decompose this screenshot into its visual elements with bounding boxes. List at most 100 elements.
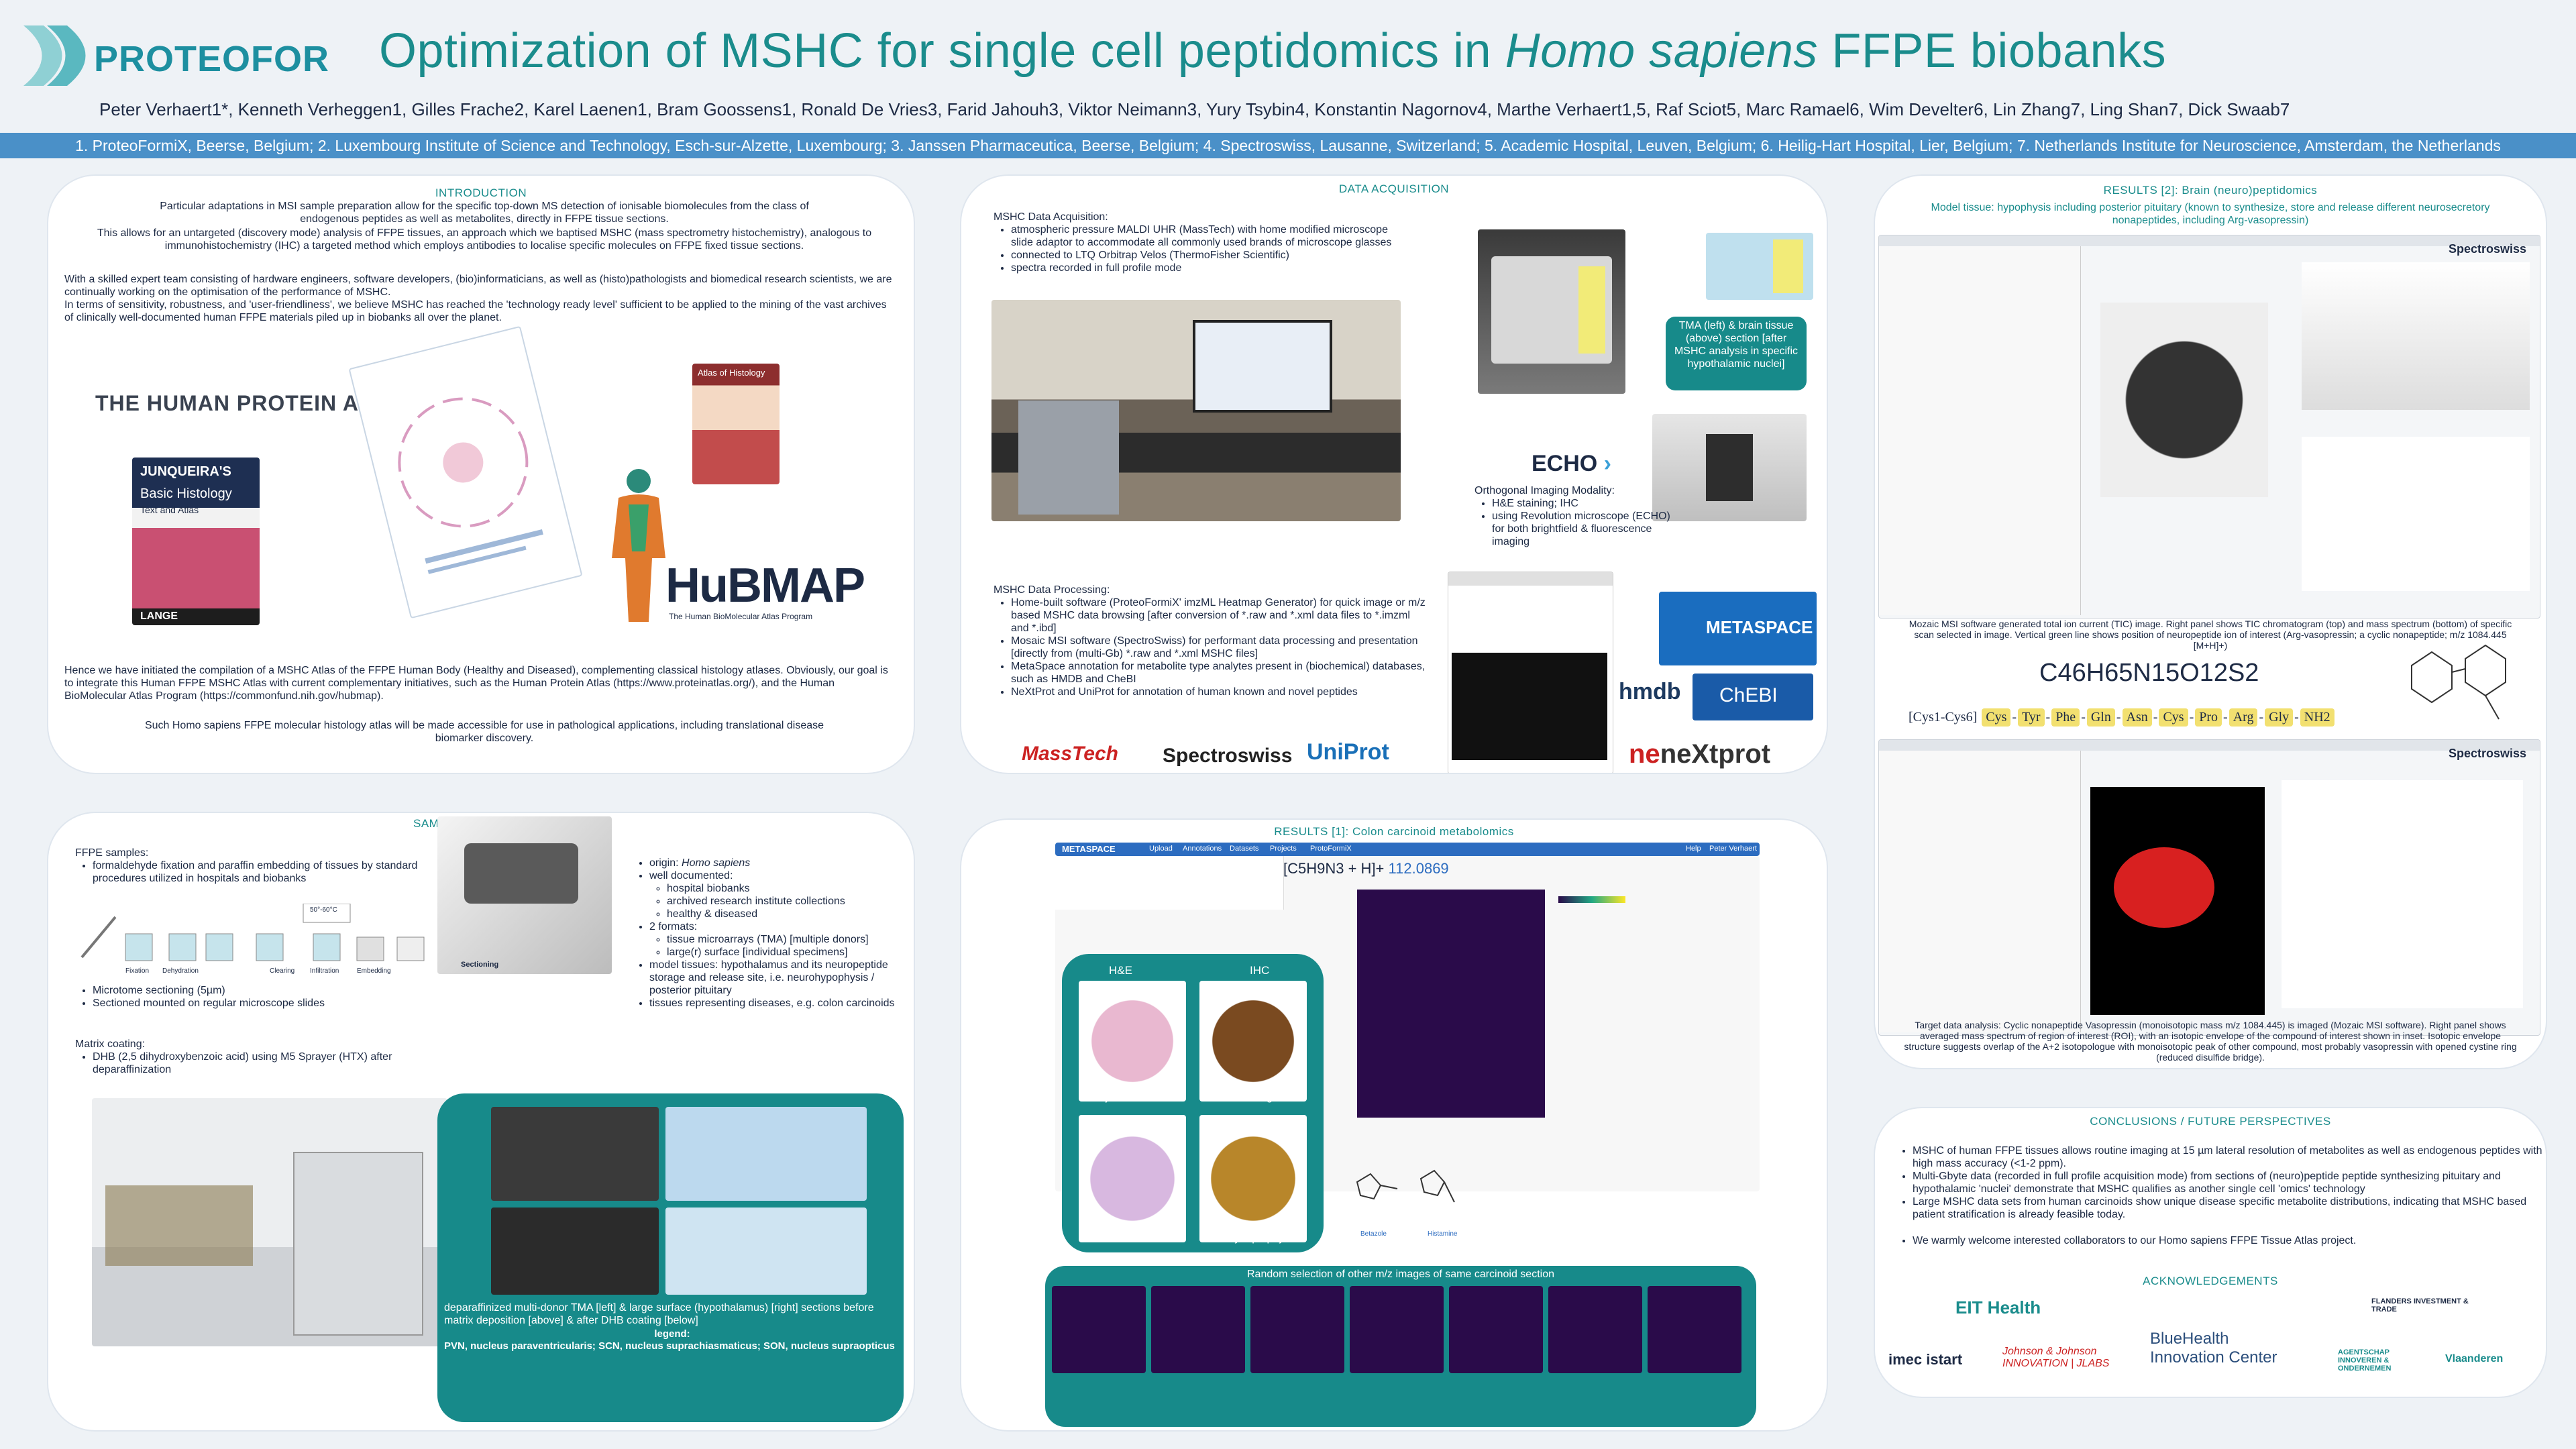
conclusion-item: We warmly welcome interested collaborato… [1913, 1234, 2543, 1247]
hne-adjacent-image [1079, 981, 1186, 1102]
uniprot-logo: UniProt [1307, 739, 1389, 765]
ffpe-workflow-diagram [80, 904, 425, 961]
logo-text: PROTEOFORMIX [94, 39, 329, 79]
hmdb-logo: hmdb [1619, 679, 1681, 704]
brain-slide-photo [1706, 233, 1813, 300]
metaspace-logo: METASPACE [1659, 592, 1817, 665]
spectroswiss-logo: Spectroswiss [1163, 745, 1293, 767]
ortho-item: using Revolution microscope (ECHO) for b… [1492, 510, 1680, 548]
processing-item: Home-built software (ProteoFormiX' imzML… [1011, 596, 1427, 635]
step-embedding: Embedding [357, 967, 391, 975]
conclusions-panel: CONCLUSIONS / FUTURE PERSPECTIVES MSHC o… [1875, 1108, 2546, 1397]
cells-atlas-book [348, 325, 583, 619]
brain-title: RESULTS [2]: Brain (neuro)peptidomics [2103, 184, 2318, 197]
tma-slide-photo [1478, 229, 1625, 394]
brain-subtitle: Model tissue: hypophysis including poste… [1931, 202, 2490, 226]
jnj-logo: Johnson & Johnson INNOVATION | JLABS [2002, 1346, 2110, 1369]
page-title: Optimization of MSHC for single cell pep… [379, 24, 2167, 78]
intro-p6: Such Homo sapiens FFPE molecular histolo… [144, 720, 824, 744]
intro-p1: Particular adaptations in MSI sample pre… [160, 201, 809, 225]
eit-health-logo: EIT Health [1955, 1297, 2041, 1318]
temp-label: 50°-60°C [310, 906, 337, 914]
label-adjacent: adjacent section [1093, 1091, 1171, 1103]
ffpe-heading: FFPE samples: [75, 847, 149, 859]
nav-datasets[interactable]: Datasets [1230, 845, 1259, 853]
nav-projects[interactable]: Projects [1270, 845, 1297, 853]
imec-logo: imec istart [1888, 1351, 1963, 1368]
label-synaptophysin: anti-synaptophysin [1208, 1232, 1298, 1244]
betazole-label: Betazole [1360, 1230, 1387, 1238]
section-after-mshc-image [1079, 1115, 1186, 1242]
sample-preparation-panel: SAMPLE PREPARATION FFPE samples: formald… [48, 813, 914, 1430]
format-item: large(r) surface [individual specimens] [667, 946, 914, 959]
htx-sprayer-photo [92, 1098, 447, 1346]
microtome-photo [437, 816, 612, 974]
step-infiltration: Infiltration [310, 967, 339, 975]
acq-item: atmospheric pressure MALDI UHR (MassTech… [1011, 223, 1400, 249]
echo-logo: ECHO › [1532, 451, 1612, 476]
random-title: Random selection of other m/z images of … [1247, 1269, 1554, 1280]
wd-item: hospital biobanks [667, 882, 914, 895]
wd-item: healthy & diseased [667, 908, 914, 920]
data-acquisition-panel: DATA ACQUISITION MSHC Data Acquisition: … [961, 176, 1827, 773]
tma-after-photo [491, 1208, 659, 1295]
sectioning-list: Microtome sectioning (5µm) Sectioned mou… [75, 984, 468, 1010]
results-brain-panel: RESULTS [2]: Brain (neuro)peptidomics Mo… [1875, 176, 2546, 1068]
step-sectioning: Sectioning [461, 961, 499, 969]
conclusions-list: MSHC of human FFPE tissues allows routin… [1895, 1144, 2543, 1247]
ffpe-list: formaldehyde fixation and paraffin embed… [75, 859, 468, 885]
samples-item: well documented: hospital biobanksarchiv… [649, 869, 914, 920]
intro-p5: Hence we have initiated the compilation … [64, 665, 888, 702]
hubmap-logo: HuBMAP [665, 559, 865, 612]
matrix-item: DHB (2,5 dihydroxybenzoic acid) using M5… [93, 1051, 468, 1076]
nav-annotations[interactable]: Annotations [1183, 845, 1222, 853]
brain-after-photo [665, 1208, 867, 1295]
samples-item: 2 formats: tissue microarrays (TMA) [mul… [649, 920, 914, 959]
processing-item: Mosaic MSI software (SpectroSwiss) for p… [1011, 635, 1427, 660]
samples-item: model tissues: hypothalamus and its neur… [649, 959, 914, 997]
chebi-logo: ChEBI [1693, 674, 1813, 720]
ortho-heading: Orthogonal Imaging Modality: [1474, 485, 1615, 496]
mozaic-tic-screenshot: Spectroswiss [1878, 235, 2540, 619]
samples-item: origin: Homo sapiens [649, 857, 914, 869]
tma-images-box: deparaffinized multi-donor TMA [left] & … [437, 1093, 904, 1422]
processing-item: MetaSpace annotation for metabolite type… [1011, 660, 1427, 686]
processing-list: Home-built software (ProteoFormiX' imzML… [994, 596, 1427, 698]
heatmap-software-window [1448, 572, 1613, 773]
ortho-list: H&E staining; IHC using Revolution micro… [1474, 497, 1680, 548]
samples-item: tissues representing diseases, e.g. colo… [649, 997, 914, 1010]
step-fixation: Fixation [125, 967, 150, 975]
bluehealth-logo: BlueHealth Innovation Center [2150, 1330, 2277, 1366]
step-dehydration: Dehydration [162, 967, 199, 975]
mozaic-roi-screenshot: Spectroswiss [1878, 739, 2540, 1036]
intro-title: INTRODUCTION [435, 186, 527, 199]
flanders-logo: FLANDERS INVESTMENT & TRADE [2371, 1297, 2469, 1313]
ihc-synaptophysin-image [1199, 1115, 1307, 1242]
ack-title: ACKNOWLEDGEMENTS [2143, 1275, 2278, 1287]
nav-protoformix[interactable]: ProtoFormiX [1310, 845, 1352, 853]
intro-p3: With a skilled expert team consisting of… [64, 274, 892, 298]
ffpe-item: formaldehyde fixation and paraffin embed… [93, 859, 468, 885]
histamine-structures-icon [1356, 1169, 1455, 1203]
annotation-formula: [C5H9N3 + H]+ 112.0869 [1283, 860, 1449, 877]
intro-p4: In terms of sensitivity, robustness, and… [64, 299, 887, 323]
brain-caption-2: Target data analysis: Cyclic nonapeptide… [1904, 1020, 2517, 1063]
nav-help[interactable]: Help [1686, 845, 1701, 853]
matrix-list: DHB (2,5 dihydroxybenzoic acid) using M5… [75, 1051, 468, 1076]
hne-ihc-box: H&E IHC adjacent section anti-chromogran… [1062, 954, 1324, 1252]
conclusion-item: MSHC of human FFPE tissues allows routin… [1913, 1144, 2543, 1170]
brain-before-photo [665, 1107, 867, 1201]
processing-item: NeXtProt and UniProt for annotation of h… [1011, 686, 1427, 698]
results-colon-panel: RESULTS [1]: Colon carcinoid metabolomic… [961, 820, 1827, 1430]
affiliations-bar: 1. ProteoFormiX, Beerse, Belgium; 2. Lux… [0, 133, 2576, 158]
nav-user[interactable]: Peter Verhaert [1709, 845, 1757, 853]
echo-microscope-photo [1652, 414, 1807, 521]
label-after-mshc: section after MSHC [1085, 1232, 1179, 1244]
acq-item: connected to LTQ Orbitrap Velos (ThermoF… [1011, 249, 1400, 262]
label-chromogranin: anti-chromogranin [1210, 1091, 1297, 1103]
nav-upload[interactable]: Upload [1149, 845, 1173, 853]
acq-heading: MSHC Data Acquisition: [994, 211, 1108, 223]
vasopressin-formula: C46H65N15O12S2 [2039, 659, 2259, 687]
legend-heading: legend: [654, 1328, 690, 1340]
tma-caption-sample: deparaffinized multi-donor TMA [left] & … [444, 1302, 874, 1326]
